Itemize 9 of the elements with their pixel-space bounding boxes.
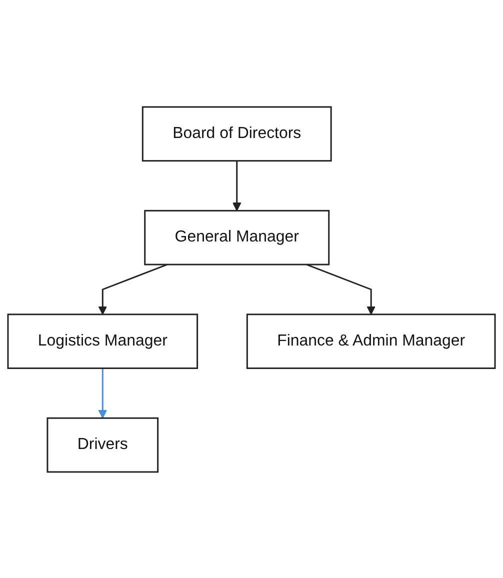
node-box: General Manager [144, 209, 330, 265]
node-box: Board of Directors [142, 106, 332, 162]
node-box: Finance & Admin Manager [246, 313, 496, 369]
arrow [306, 263, 376, 314]
arrow [98, 368, 108, 418]
node-box: Logistics Manager [7, 313, 198, 369]
arrow [98, 263, 168, 314]
arrow [232, 160, 242, 211]
node-box: Drivers [46, 416, 159, 472]
